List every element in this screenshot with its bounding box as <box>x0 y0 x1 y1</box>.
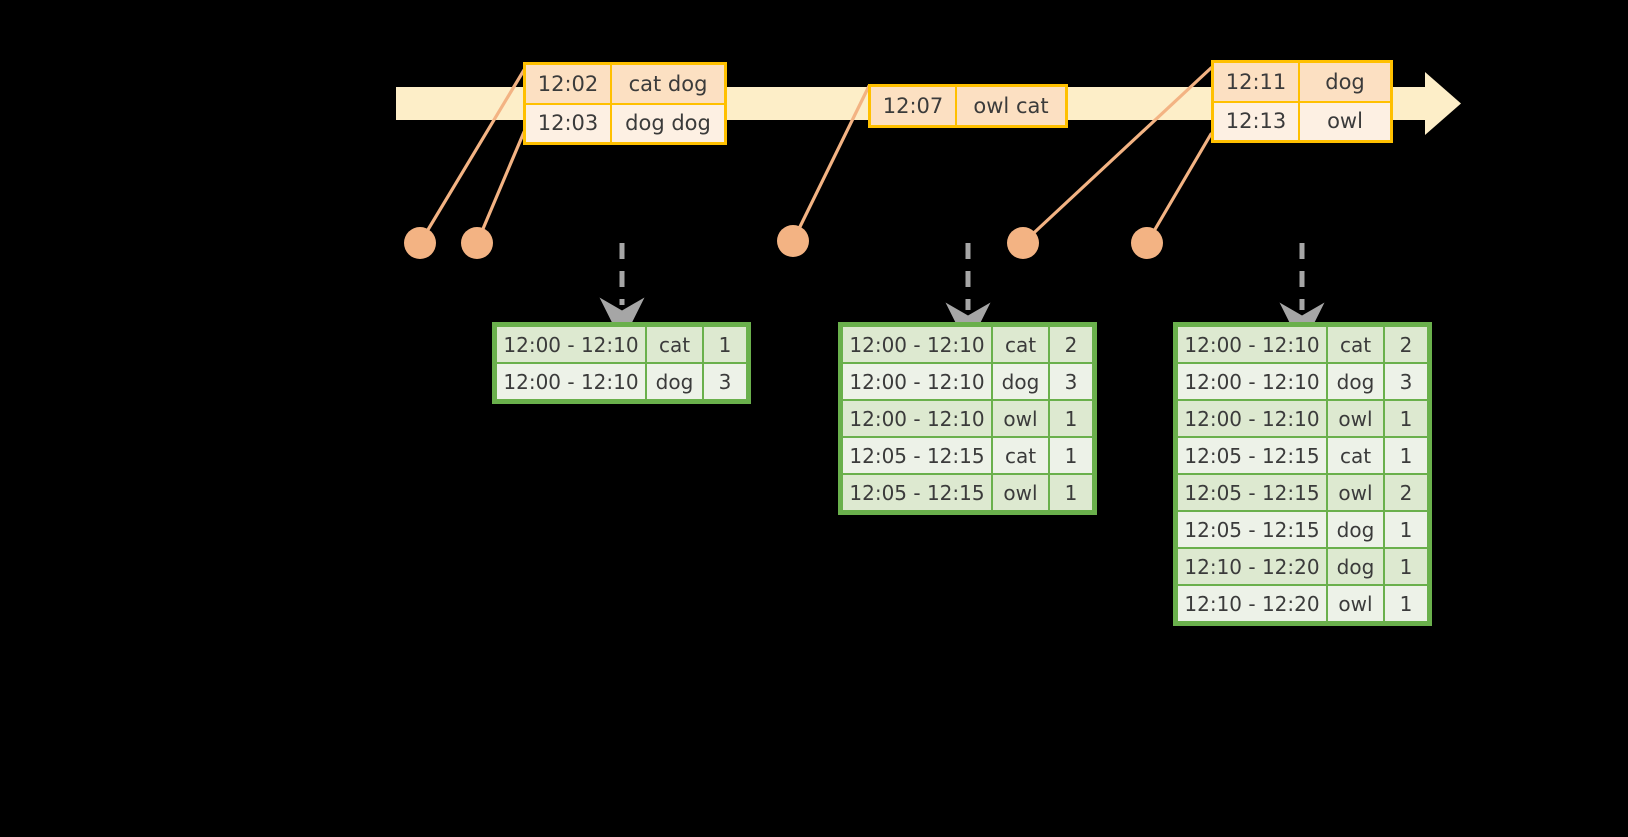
event-dot-5 <box>1131 227 1163 259</box>
cell-window: 12:00 - 12:10 <box>842 363 992 400</box>
cell-window: 12:10 - 12:20 <box>1177 585 1327 622</box>
cell-count: 1 <box>1049 400 1093 437</box>
event-dot-4 <box>1007 227 1039 259</box>
cell-count: 1 <box>1384 511 1428 548</box>
cell-key: dog <box>646 363 703 400</box>
cell-window: 12:00 - 12:10 <box>1177 400 1327 437</box>
cell-window: 12:05 - 12:15 <box>842 437 992 474</box>
cell-count: 1 <box>1384 585 1428 622</box>
event-time: 12:11 <box>1214 63 1300 101</box>
cell-window: 12:10 - 12:20 <box>1177 548 1327 585</box>
connector-5 <box>1145 132 1213 245</box>
event-dot-1 <box>404 227 436 259</box>
event-group-3: 12:11 dog 12:13 owl <box>1211 60 1393 143</box>
connector-1 <box>418 68 526 245</box>
event-words: owl <box>1300 102 1390 140</box>
cell-key: cat <box>1327 326 1384 363</box>
cell-count: 1 <box>1384 400 1428 437</box>
event-row: 12:07 owl cat <box>871 87 1065 125</box>
cell-window: 12:05 - 12:15 <box>1177 437 1327 474</box>
event-row: 12:02 cat dog <box>526 65 724 103</box>
cell-window: 12:00 - 12:10 <box>842 400 992 437</box>
event-words: cat dog <box>612 65 724 103</box>
event-row: 12:11 dog <box>1214 63 1390 101</box>
event-words: dog <box>1300 63 1390 101</box>
cell-key: owl <box>992 474 1049 511</box>
connector-3 <box>791 84 871 243</box>
cell-window: 12:05 - 12:15 <box>842 474 992 511</box>
cell-key: owl <box>1327 400 1384 437</box>
cell-key: dog <box>1327 548 1384 585</box>
cell-key: owl <box>1327 585 1384 622</box>
cell-window: 12:05 - 12:15 <box>1177 511 1327 548</box>
event-row: 12:03 dog dog <box>526 102 724 142</box>
cell-key: dog <box>1327 363 1384 400</box>
cell-key: owl <box>1327 474 1384 511</box>
event-words: owl cat <box>957 87 1065 125</box>
cell-count: 1 <box>1049 437 1093 474</box>
event-time: 12:13 <box>1214 102 1300 140</box>
cell-count: 3 <box>1049 363 1093 400</box>
cell-count: 1 <box>1384 437 1428 474</box>
connector-2 <box>475 130 526 245</box>
cell-count: 3 <box>1384 363 1428 400</box>
event-dot-2 <box>461 227 493 259</box>
cell-key: cat <box>646 326 703 363</box>
event-time: 12:02 <box>526 65 612 103</box>
cell-window: 12:05 - 12:15 <box>1177 474 1327 511</box>
event-words: dog dog <box>612 104 724 142</box>
cell-count: 2 <box>1384 326 1428 363</box>
cell-window: 12:00 - 12:10 <box>1177 326 1327 363</box>
cell-window: 12:00 - 12:10 <box>496 363 646 400</box>
cell-key: cat <box>992 326 1049 363</box>
dashed-arrows <box>599 243 1325 348</box>
cell-count: 1 <box>1049 474 1093 511</box>
event-group-2: 12:07 owl cat <box>868 84 1068 128</box>
cell-count: 1 <box>1384 548 1428 585</box>
cell-window: 12:00 - 12:10 <box>1177 363 1327 400</box>
cell-key: cat <box>1327 437 1384 474</box>
cell-count: 1 <box>703 326 747 363</box>
cell-count: 2 <box>1049 326 1093 363</box>
cell-key: cat <box>992 437 1049 474</box>
cell-key: owl <box>992 400 1049 437</box>
cell-count: 3 <box>703 363 747 400</box>
cell-count: 2 <box>1384 474 1428 511</box>
event-dot-3 <box>777 225 809 257</box>
event-group-1: 12:02 cat dog 12:03 dog dog <box>523 62 727 145</box>
event-time: 12:07 <box>871 87 957 125</box>
event-row: 12:13 owl <box>1214 100 1390 140</box>
cell-window: 12:00 - 12:10 <box>496 326 646 363</box>
cell-key: dog <box>1327 511 1384 548</box>
cell-key: dog <box>992 363 1049 400</box>
cell-window: 12:00 - 12:10 <box>842 326 992 363</box>
event-time: 12:03 <box>526 104 612 142</box>
